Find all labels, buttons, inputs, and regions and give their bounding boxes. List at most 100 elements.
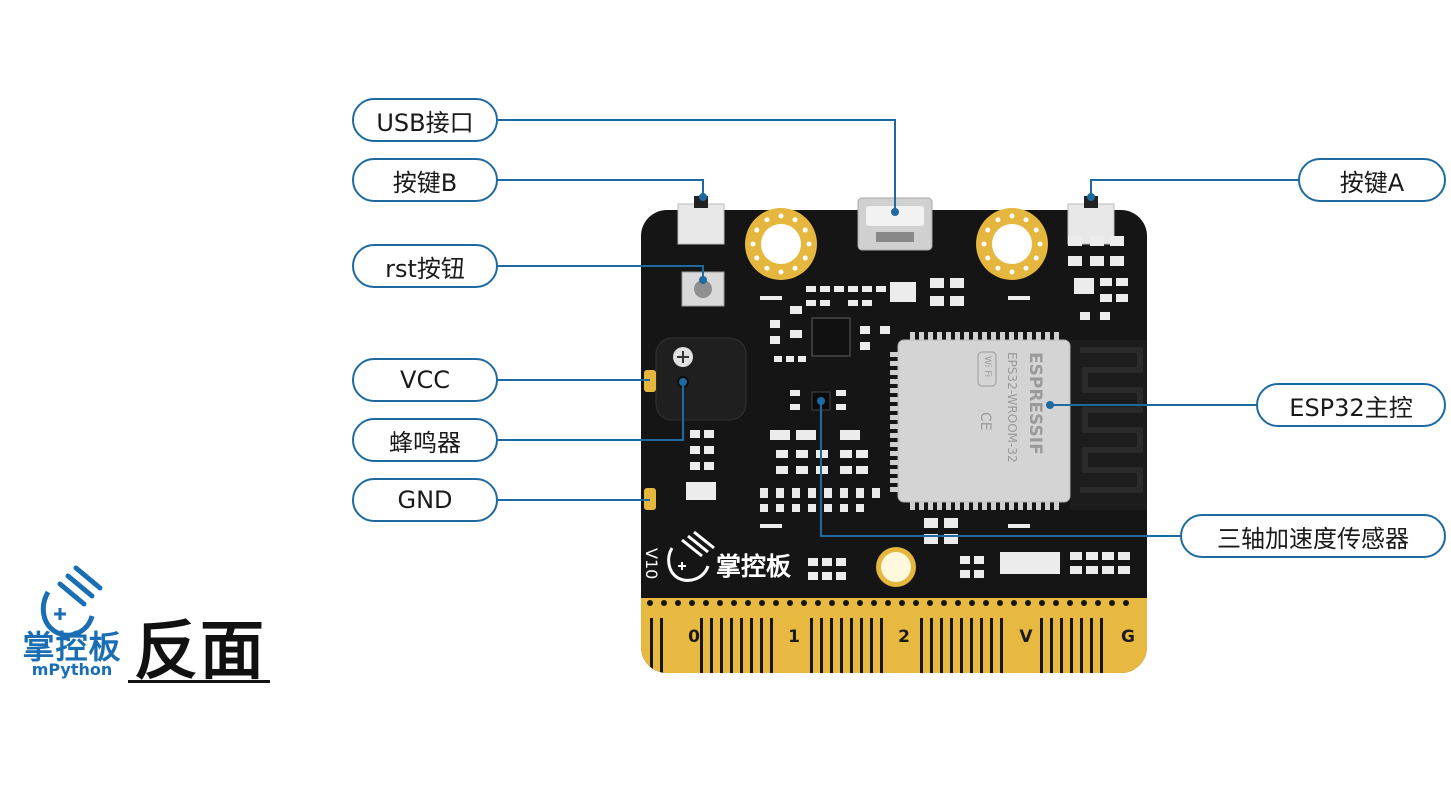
- callout-esp32: ESP32主控: [1256, 383, 1446, 427]
- finger-via: [647, 600, 653, 606]
- module-pin: [890, 397, 898, 402]
- pin-label: V: [1019, 627, 1033, 647]
- finger-via: [1053, 600, 1059, 606]
- smd-part: [848, 300, 858, 306]
- pin-pad: [774, 608, 804, 673]
- module-pin: [1036, 502, 1041, 510]
- module-pin: [982, 502, 987, 510]
- smd-part: [776, 466, 788, 474]
- smd-part: [760, 488, 768, 498]
- pin-label: 0: [688, 627, 700, 647]
- smd-part: [836, 572, 846, 580]
- bottom-pad-center: [881, 552, 911, 582]
- finger-gap: [930, 618, 933, 673]
- smd-part: [880, 326, 890, 334]
- callout-button-b: 按键B: [352, 158, 498, 202]
- finger-gap: [730, 618, 733, 673]
- hole-via: [995, 217, 1001, 223]
- callout-vcc: VCC: [352, 358, 498, 402]
- smd-part: [792, 504, 800, 512]
- hole-via: [754, 255, 760, 261]
- smd-part: [960, 570, 970, 578]
- smd-part: [856, 488, 864, 498]
- wifi-mark: Wi Fi: [982, 356, 992, 377]
- module-pin: [928, 332, 933, 340]
- finger-via: [815, 600, 821, 606]
- finger-via: [689, 600, 695, 606]
- hole-via: [764, 265, 770, 271]
- smd-part: [690, 446, 700, 454]
- callout-usb: USB接口: [352, 98, 498, 142]
- leader-rst: [496, 265, 704, 278]
- smd-part: [856, 504, 864, 512]
- module-pin: [955, 502, 960, 510]
- smd-part: [924, 534, 938, 544]
- hole-via: [806, 241, 812, 247]
- smd-part: [704, 462, 714, 470]
- smd-part: [840, 488, 848, 498]
- callout-accel: 三轴加速度传感器: [1180, 514, 1446, 558]
- finger-gap: [1050, 618, 1053, 673]
- smd-part: [824, 488, 832, 498]
- smd-part: [862, 300, 872, 306]
- module-pin: [1027, 502, 1032, 510]
- smd-part: [822, 558, 832, 566]
- finger-gap: [760, 618, 763, 673]
- finger-via: [1095, 600, 1101, 606]
- smd-part: [790, 390, 800, 396]
- smd-part: [1110, 256, 1124, 266]
- finger-gap: [750, 618, 753, 673]
- module-pin: [1000, 332, 1005, 340]
- brand-name-en: mPython: [31, 660, 113, 679]
- module-pin: [991, 502, 996, 510]
- smd-part: [1068, 236, 1082, 246]
- module-pin: [890, 460, 898, 465]
- finger-gap: [830, 618, 833, 673]
- smd-part: [770, 336, 780, 344]
- leader-endpoints: [679, 193, 1095, 409]
- module-pin: [890, 388, 898, 393]
- callout-button-a: 按键A: [1298, 158, 1446, 202]
- hole-via: [981, 241, 987, 247]
- usb-serial-chip: [811, 317, 851, 357]
- endpoint-button-a: [1087, 193, 1095, 201]
- finger-gap: [850, 618, 853, 673]
- smd-part: [950, 278, 964, 288]
- module-pin: [1036, 332, 1041, 340]
- smd-part: [790, 330, 802, 338]
- smd-part: [1100, 312, 1110, 320]
- smd-part: [806, 286, 816, 292]
- finger-gap: [870, 618, 873, 673]
- module-pin: [973, 332, 978, 340]
- side-title-underline: [128, 680, 270, 683]
- hole-via: [1009, 269, 1015, 275]
- smd-part: [1116, 294, 1128, 302]
- smd-part: [1000, 552, 1060, 574]
- finger-gap: [1100, 618, 1103, 673]
- module-pin: [910, 332, 915, 340]
- smd-part: [820, 286, 830, 292]
- finger-gap: [1080, 618, 1083, 673]
- smd-part: [1100, 278, 1112, 286]
- ce-mark: CE: [977, 412, 993, 431]
- module-pin: [1045, 332, 1050, 340]
- module-pin: [890, 406, 898, 411]
- module-pin: [946, 332, 951, 340]
- leader-usb: [496, 119, 896, 210]
- usb-tongue: [876, 232, 914, 242]
- smd-part: [796, 430, 816, 440]
- smd-part: [796, 450, 808, 458]
- smd-part: [790, 306, 802, 314]
- smd-part: [690, 462, 700, 470]
- smd-part: [1090, 256, 1104, 266]
- finger-gap: [650, 618, 653, 673]
- hole-via: [792, 265, 798, 271]
- finger-via: [731, 600, 737, 606]
- smd-part: [796, 466, 808, 474]
- module-pin: [1009, 332, 1014, 340]
- finger-gap: [950, 618, 953, 673]
- pin-label: G: [1121, 627, 1135, 647]
- hole-via: [778, 269, 784, 275]
- mounting-hole-right: [976, 208, 1048, 280]
